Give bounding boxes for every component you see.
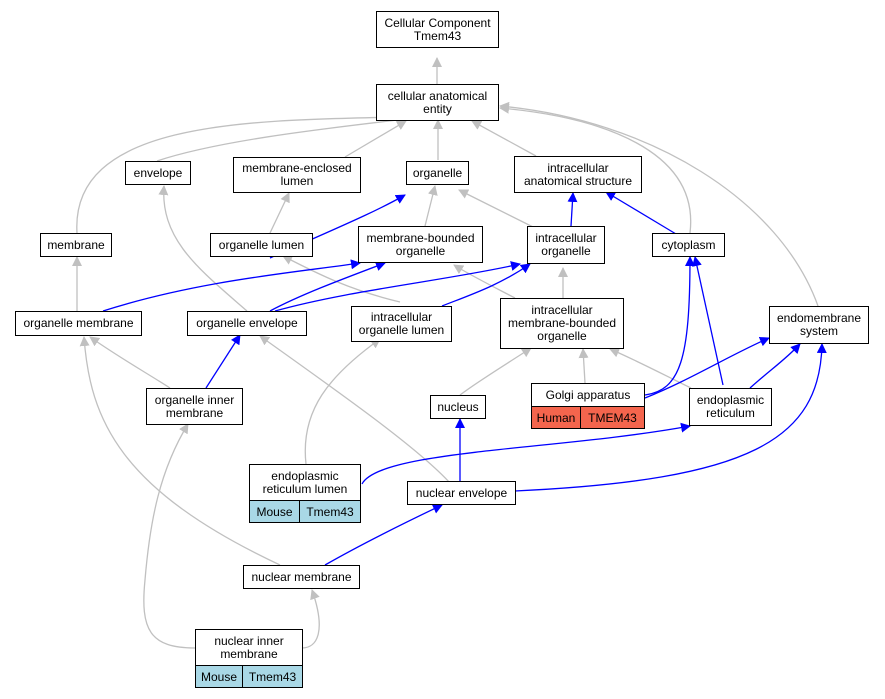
node-nuclear-membrane[interactable]: nuclear membrane (243, 565, 360, 589)
gene-tag: Tmem43 (243, 665, 303, 688)
node-endoplasmic-reticulum[interactable]: endoplasmic reticulum (689, 388, 772, 426)
node-nuclear-inner-membrane[interactable]: nuclear inner membrane (195, 629, 303, 665)
node-nuclear-envelope[interactable]: nuclear envelope (407, 481, 516, 505)
node-er-lumen[interactable]: endoplasmic reticulum lumen (249, 464, 361, 500)
node-organelle[interactable]: organelle (406, 161, 469, 185)
node-cellular-component-tmem43[interactable]: Cellular Component Tmem43 (376, 11, 499, 48)
node-intracellular-membrane-bounded-organelle[interactable]: intracellular membrane-bounded organelle (500, 298, 624, 349)
node-intracellular-organelle[interactable]: intracellular organelle (527, 226, 605, 264)
species-tag: Human (531, 406, 581, 429)
nuclear-inner-membrane-annotation: Mouse Tmem43 (195, 665, 303, 688)
node-membrane[interactable]: membrane (40, 233, 112, 257)
node-envelope[interactable]: envelope (125, 161, 191, 185)
node-organelle-inner-membrane[interactable]: organelle inner membrane (146, 388, 243, 425)
is-a-edges (72, 57, 819, 649)
part-of-edges (102, 191, 827, 566)
gene-tag: TMEM43 (581, 406, 645, 429)
node-organelle-envelope[interactable]: organelle envelope (187, 311, 307, 336)
node-nucleus[interactable]: nucleus (430, 395, 486, 419)
node-organelle-membrane[interactable]: organelle membrane (15, 311, 142, 336)
golgi-apparatus-annotation: Human TMEM43 (531, 406, 645, 429)
node-intracellular-anatomical-structure[interactable]: intracellular anatomical structure (514, 156, 642, 193)
node-membrane-bounded-organelle[interactable]: membrane-bounded organelle (358, 226, 483, 263)
node-endomembrane-system[interactable]: endomembrane system (769, 306, 869, 344)
node-cellular-anatomical-entity[interactable]: cellular anatomical entity (376, 84, 499, 121)
node-organelle-lumen[interactable]: organelle lumen (210, 233, 313, 257)
node-intracellular-organelle-lumen[interactable]: intracellular organelle lumen (351, 306, 452, 342)
node-membrane-enclosed-lumen[interactable]: membrane-enclosed lumen (233, 157, 361, 193)
node-cytoplasm[interactable]: cytoplasm (652, 233, 725, 257)
species-tag: Mouse (195, 665, 243, 688)
species-tag: Mouse (249, 500, 300, 523)
node-golgi-apparatus[interactable]: Golgi apparatus (531, 383, 645, 406)
gene-tag: Tmem43 (300, 500, 361, 523)
er-lumen-annotation: Mouse Tmem43 (249, 500, 361, 523)
